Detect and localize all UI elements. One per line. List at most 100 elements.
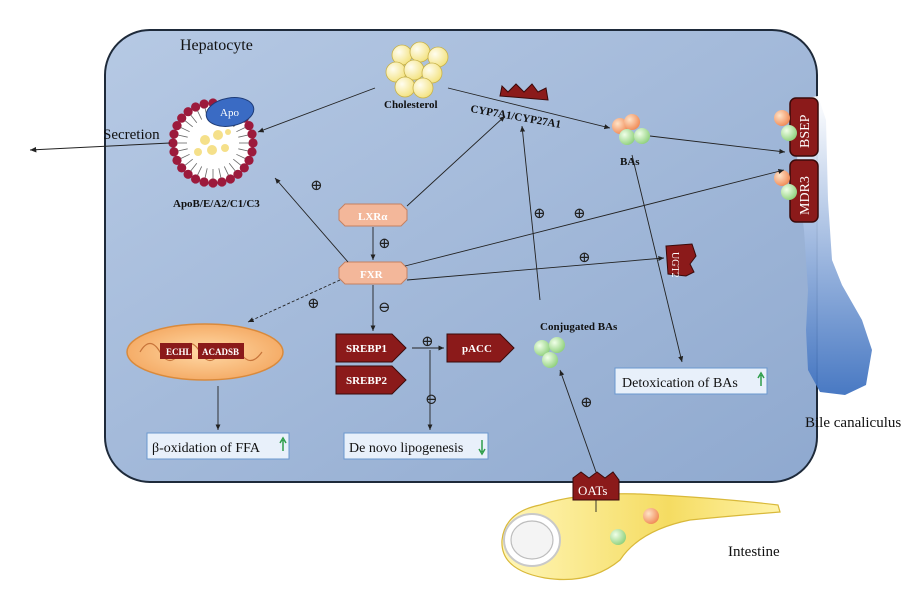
mdr3-label: MDR3 — [798, 176, 813, 215]
arrow-fxr-to-ugt2 — [406, 255, 665, 281]
lipid-head-bead — [208, 178, 218, 188]
regulation-signs: ⊕ ⊕ ⊕ ⊕ ⊕ ⊕ ⊖ ⊕ ⊖ ⊕ — [307, 178, 593, 411]
arrow-fxr-to-lipo — [274, 177, 349, 263]
lipid-tail — [180, 153, 190, 159]
conjugated-bas-label: Conjugated BAs — [540, 321, 618, 333]
echl-box — [160, 343, 192, 359]
cyp-enzyme — [499, 83, 549, 101]
hepatocyte-label: Hepatocyte — [180, 37, 253, 54]
lipid-tail — [177, 148, 188, 152]
lipid-tail — [236, 153, 246, 159]
srebp1-box — [335, 333, 407, 363]
secretion-label: Secretion — [103, 127, 160, 143]
cholesterol-cluster — [385, 41, 449, 99]
intestine-shape — [501, 493, 781, 581]
lipid-tail — [228, 163, 236, 172]
lipogenesis-label: De novo lipogenesis — [349, 441, 463, 456]
pacc-box — [446, 333, 515, 363]
apob-label: ApoB/E/A2/C1/C3 — [173, 198, 260, 210]
fxr-label: FXR — [360, 269, 384, 281]
sign-plus-lipo: ⊕ — [310, 178, 323, 194]
sign-plus-oats: ⊕ — [580, 395, 593, 411]
beta-oxidation-up-arrow — [279, 436, 287, 451]
ugt2-enzyme — [665, 243, 697, 277]
lipogenesis-box — [343, 432, 489, 460]
detox-label: Detoxication of BAs — [622, 376, 738, 391]
lipid-head-bead — [199, 99, 209, 109]
oats-label: OATs — [578, 483, 607, 498]
lipid-tail — [223, 166, 229, 176]
lipid-head-bead — [172, 155, 182, 165]
lipogenesis-down-arrow — [478, 440, 486, 456]
sign-minus-lipogenesis: ⊖ — [425, 392, 438, 408]
sign-plus-lxr-fxr: ⊕ — [378, 236, 391, 252]
detox-box — [614, 367, 768, 395]
arrow-conj-to-cyp — [520, 125, 541, 301]
hepatocyte-cell — [104, 29, 818, 483]
sign-plus-mdr3: ⊕ — [573, 206, 586, 222]
lipid-head-bead — [199, 177, 209, 187]
lipid-head-bead — [244, 155, 254, 165]
bsep-ball-orange — [774, 110, 790, 126]
lipid-tail — [233, 158, 242, 166]
arrow-fxr-to-mito — [247, 279, 341, 323]
lipid-tail — [236, 127, 246, 133]
sign-minus-srebp: ⊖ — [378, 300, 391, 316]
lipid-head-bead — [239, 163, 249, 173]
apo-label: Apo — [220, 107, 239, 119]
lipid-head-bead — [233, 169, 243, 179]
intestine-lumen-inner — [510, 520, 554, 560]
arrow-bas-to-detox — [631, 154, 684, 363]
lipid-head-bead — [217, 177, 227, 187]
lipid-head-bead — [191, 174, 201, 184]
echl-label: ECHL — [166, 347, 192, 357]
beta-oxidation-box — [146, 432, 290, 460]
acadsb-box — [198, 343, 244, 359]
acadsb-label: ACADSB — [202, 347, 239, 357]
sign-plus-cyp: ⊕ — [533, 206, 546, 222]
arrows — [215, 87, 786, 512]
lipid-head-bead — [247, 147, 257, 157]
intestine-label: Intestine — [728, 544, 780, 560]
arrow-chol-to-bas — [447, 87, 611, 130]
bile-canaliculus-label: Bile canaliculus — [805, 415, 901, 431]
lipid-tail — [177, 134, 188, 138]
mdr3-ball-green — [781, 184, 797, 200]
arrow-fxr-to-mdr3 — [404, 168, 785, 267]
lipid-head-bead — [169, 129, 179, 139]
bsep-ball-green — [781, 125, 797, 141]
lipid-tail — [184, 158, 193, 166]
lipid-head-bead — [169, 147, 179, 157]
intestine-ball-orange — [643, 508, 659, 524]
intestine-ball-green — [610, 529, 626, 545]
mdr3-ball-orange — [774, 170, 790, 186]
lxr-label: LXRα — [358, 211, 388, 223]
bas-cluster — [612, 114, 650, 145]
lipid-head-bead — [168, 138, 178, 148]
fxr-box — [338, 261, 408, 285]
lipid-tail — [238, 134, 249, 138]
ugt2-label: UGT2 — [669, 252, 680, 278]
cholesterol-label: Cholesterol — [384, 99, 438, 111]
lipid-head-bead — [248, 138, 258, 148]
lipid-head-bead — [244, 121, 254, 131]
detox-up-arrow — [757, 371, 765, 386]
lipid-tail — [218, 168, 222, 179]
beta-oxidation-label: β-oxidation of FFA — [152, 441, 261, 456]
sign-plus-mito: ⊕ — [307, 296, 320, 312]
apo-protein — [205, 97, 255, 127]
lipid-head-bead — [177, 113, 187, 123]
lipid-tail — [180, 127, 190, 133]
lipid-tail — [190, 163, 198, 172]
lipid-head-bead — [225, 174, 235, 184]
lipid-head-bead — [191, 102, 201, 112]
lipid-tail — [204, 168, 208, 179]
lxr-box — [338, 203, 408, 227]
arrow-lxr-to-cyp — [406, 115, 506, 207]
conjugated-bas-cluster — [534, 337, 565, 368]
arrow-chol-to-lipo — [257, 87, 376, 133]
srebp1-label: SREBP1 — [346, 343, 387, 355]
srebp2-box — [335, 365, 407, 395]
lipid-tail — [197, 166, 203, 176]
